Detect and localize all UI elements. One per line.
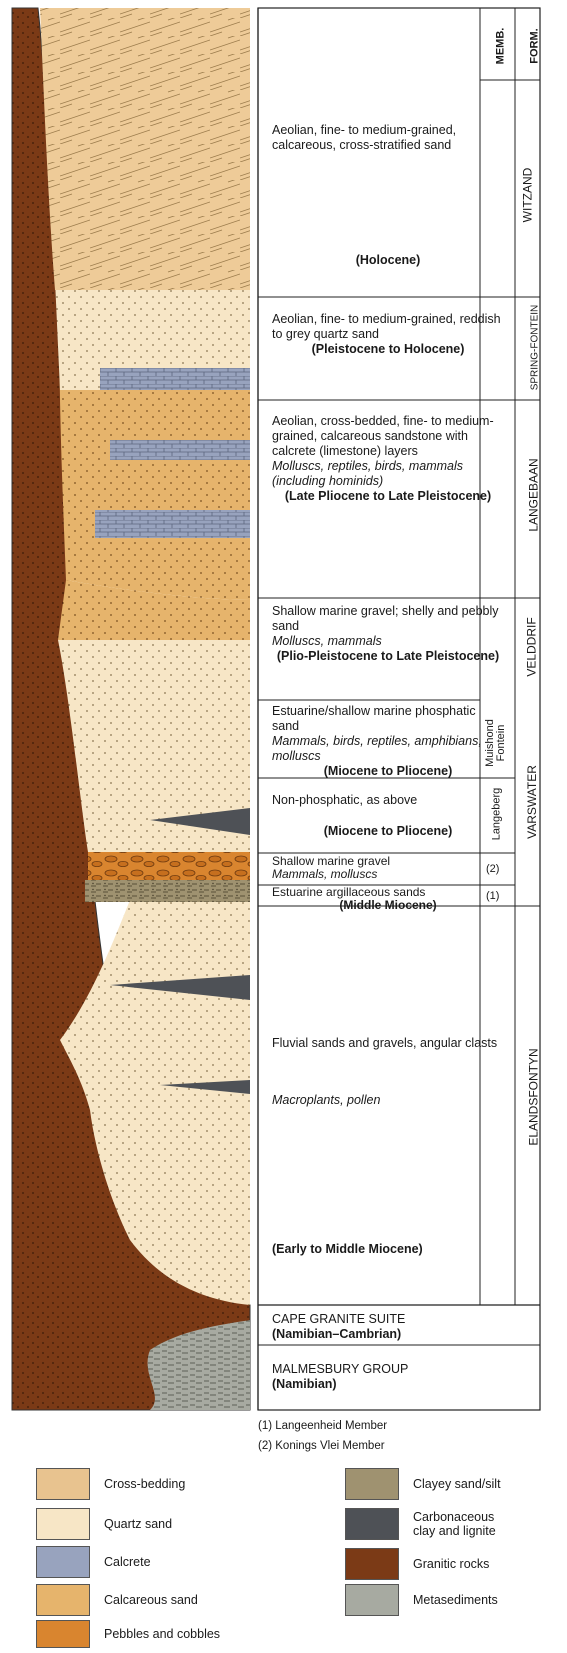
legend-label: Cross-bedding [104,1477,185,1491]
legend-carbonaceous-clay: Carbonaceous clay and lignite [345,1508,513,1540]
unit-langebaan: Aeolian, cross-bedded, fine- to medium-g… [272,414,504,504]
legend-swatch [36,1620,90,1648]
formation-witzand: WITZAND [520,168,534,223]
unit-age: (Namibian–Cambrian) [272,1327,504,1342]
unit-text: Aeolian, fine- to medium-grained, reddis… [272,312,504,342]
unit-text: Shallow marine gravel; shelly and pebbly… [272,604,504,634]
unit-malmesbury: MALMESBURY GROUP (Namibian) [272,1362,504,1392]
unit-springfontein: Aeolian, fine- to medium-grained, reddis… [272,312,504,357]
formation-elandsfontyn: ELANDSFONTYN [527,1048,541,1145]
legend-pebbles: Pebbles and cobbles [36,1620,220,1648]
unit-age: (Miocene to Pliocene) [272,824,504,839]
footnote-1: (1) Langeenheid Member [258,1420,387,1432]
footnote-2: (2) Konings Vlei Member [258,1440,385,1452]
unit-age: (Pleistocene to Holocene) [272,342,504,357]
member-langeenheid: (1) [486,890,499,902]
unit-velddrif: Shallow marine gravel; shelly and pebbly… [272,604,504,664]
unit-fossils: Molluscs, mammals [272,634,504,649]
unit-text: MALMESBURY GROUP [272,1362,504,1377]
form-header: FORM. [529,28,541,63]
legend-label: Calcareous sand [104,1593,198,1607]
unit-age: (Plio-Pleistocene to Late Pleistocene) [272,649,504,664]
legend-clayey-sand: Clayey sand/silt [345,1468,501,1500]
formation-velddrif: VELDDRIF [525,617,539,676]
unit-age: (Holocene) [272,253,504,268]
unit-fossils: Mammals, birds, reptiles, amphibians, mo… [272,734,504,764]
unit-text: Non-phosphatic, as above [272,793,504,808]
unit-text: CAPE GRANITE SUITE [272,1312,504,1327]
legend-swatch [345,1468,399,1500]
unit-langeenheid: Estuarine argillaceous sands (Middle Mio… [272,886,504,912]
legend-swatch [345,1584,399,1616]
formation-langebaan: LANGEBAAN [527,458,541,531]
legend-swatch [345,1548,399,1580]
formation-springfontein: SPRING-FONTEIN [529,305,540,391]
unit-age: (Miocene to Pliocene) [272,764,504,779]
legend-label: Pebbles and cobbles [104,1627,220,1641]
unit-age: (Early to Middle Miocene) [272,1242,504,1257]
legend-swatch [36,1584,90,1616]
legend-label: Carbonaceous clay and lignite [413,1510,513,1538]
unit-text: Fluvial sands and gravels, angular clast… [272,1036,504,1051]
formation-varswater: VARSWATER [525,765,539,839]
unit-fossils: Mammals, molluscs [272,868,504,881]
legend-cross-bedding: Cross-bedding [36,1468,185,1500]
legend-label: Clayey sand/silt [413,1477,501,1491]
legend-label: Metasediments [413,1593,498,1607]
unit-text: Aeolian, fine- to medium-grained, calcar… [272,123,504,153]
unit-langeberg: Non-phosphatic, as above (Miocene to Pli… [272,793,504,839]
unit-age: (Namibian) [272,1377,504,1392]
legend-calcareous-sand: Calcareous sand [36,1584,198,1616]
memb-header: MEMB. [494,28,506,65]
unit-age: (Late Pliocene to Late Pleistocene) [272,489,504,504]
unit-text: Aeolian, cross-bedded, fine- to medium-g… [272,414,504,459]
legend-swatch [36,1546,90,1578]
legend-swatch [345,1508,399,1540]
unit-elandsfontyn: Fluvial sands and gravels, angular clast… [272,1036,504,1257]
legend-label: Calcrete [104,1555,151,1569]
member-konings-vlei: (2) [486,863,499,875]
unit-age: (Middle Miocene) [272,899,504,912]
member-langeberg: Langeberg [490,788,502,841]
unit-muishond-fontein: Estuarine/shallow marine phosphatic sand… [272,704,504,779]
legend-swatch [36,1508,90,1540]
legend-swatch [36,1468,90,1500]
unit-konings-vlei: Shallow marine gravel Mammals, molluscs [272,855,504,881]
member-muishond-fontein: Muishond Fontein [485,713,507,773]
legend-quartz-sand: Quartz sand [36,1508,172,1540]
legend-granitic-rocks: Granitic rocks [345,1548,489,1580]
legend-calcrete: Calcrete [36,1546,151,1578]
unit-cape-granite: CAPE GRANITE SUITE (Namibian–Cambrian) [272,1312,504,1342]
legend-label: Granitic rocks [413,1557,489,1571]
unit-fossils: Molluscs, reptiles, birds, mammals (incl… [272,459,504,489]
unit-witzand: Aeolian, fine- to medium-grained, calcar… [272,123,504,268]
unit-fossils: Macroplants, pollen [272,1093,504,1108]
unit-text: Estuarine/shallow marine phosphatic sand [272,704,504,734]
legend-metasediments: Metasediments [345,1584,498,1616]
legend-label: Quartz sand [104,1517,172,1531]
